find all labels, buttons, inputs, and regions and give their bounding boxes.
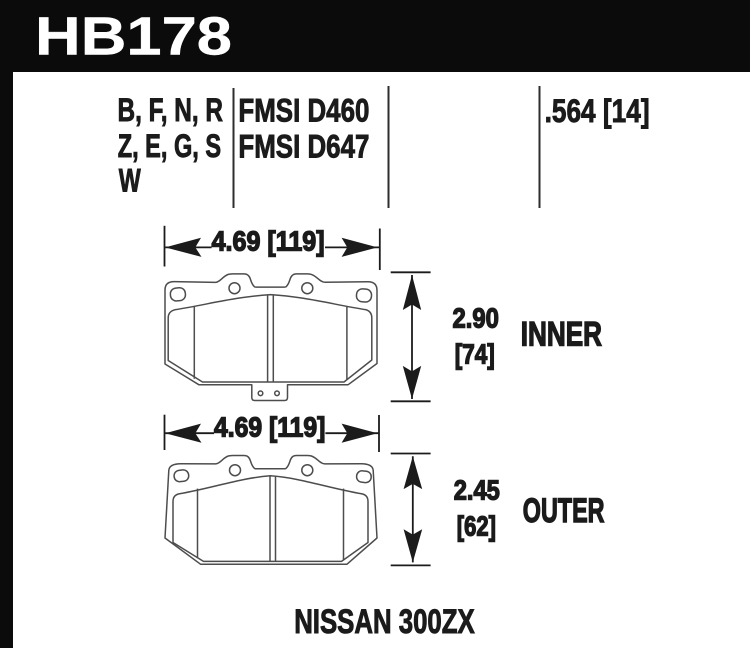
svg-text:INNER: INNER [521, 316, 602, 354]
svg-text:.564 [14]: .564 [14] [545, 93, 650, 129]
svg-text:[74]: [74] [455, 339, 495, 370]
svg-text:HB178: HB178 [35, 8, 232, 67]
svg-text:FMSI D460: FMSI D460 [238, 92, 369, 128]
svg-text:Z, E, G, S: Z, E, G, S [118, 128, 221, 164]
svg-text:B, F, N, R: B, F, N, R [118, 92, 224, 128]
svg-text:[62]: [62] [457, 511, 496, 542]
svg-text:NISSAN 300ZX: NISSAN 300ZX [294, 603, 475, 641]
svg-text:2.45: 2.45 [454, 475, 500, 506]
svg-text:W: W [119, 163, 141, 199]
svg-text:FMSI D647: FMSI D647 [238, 129, 369, 165]
svg-text:4.69 [119]: 4.69 [119] [212, 226, 325, 257]
svg-text:4.69 [119]: 4.69 [119] [214, 411, 325, 442]
svg-text:OUTER: OUTER [523, 492, 605, 530]
svg-text:2.90: 2.90 [453, 302, 499, 333]
